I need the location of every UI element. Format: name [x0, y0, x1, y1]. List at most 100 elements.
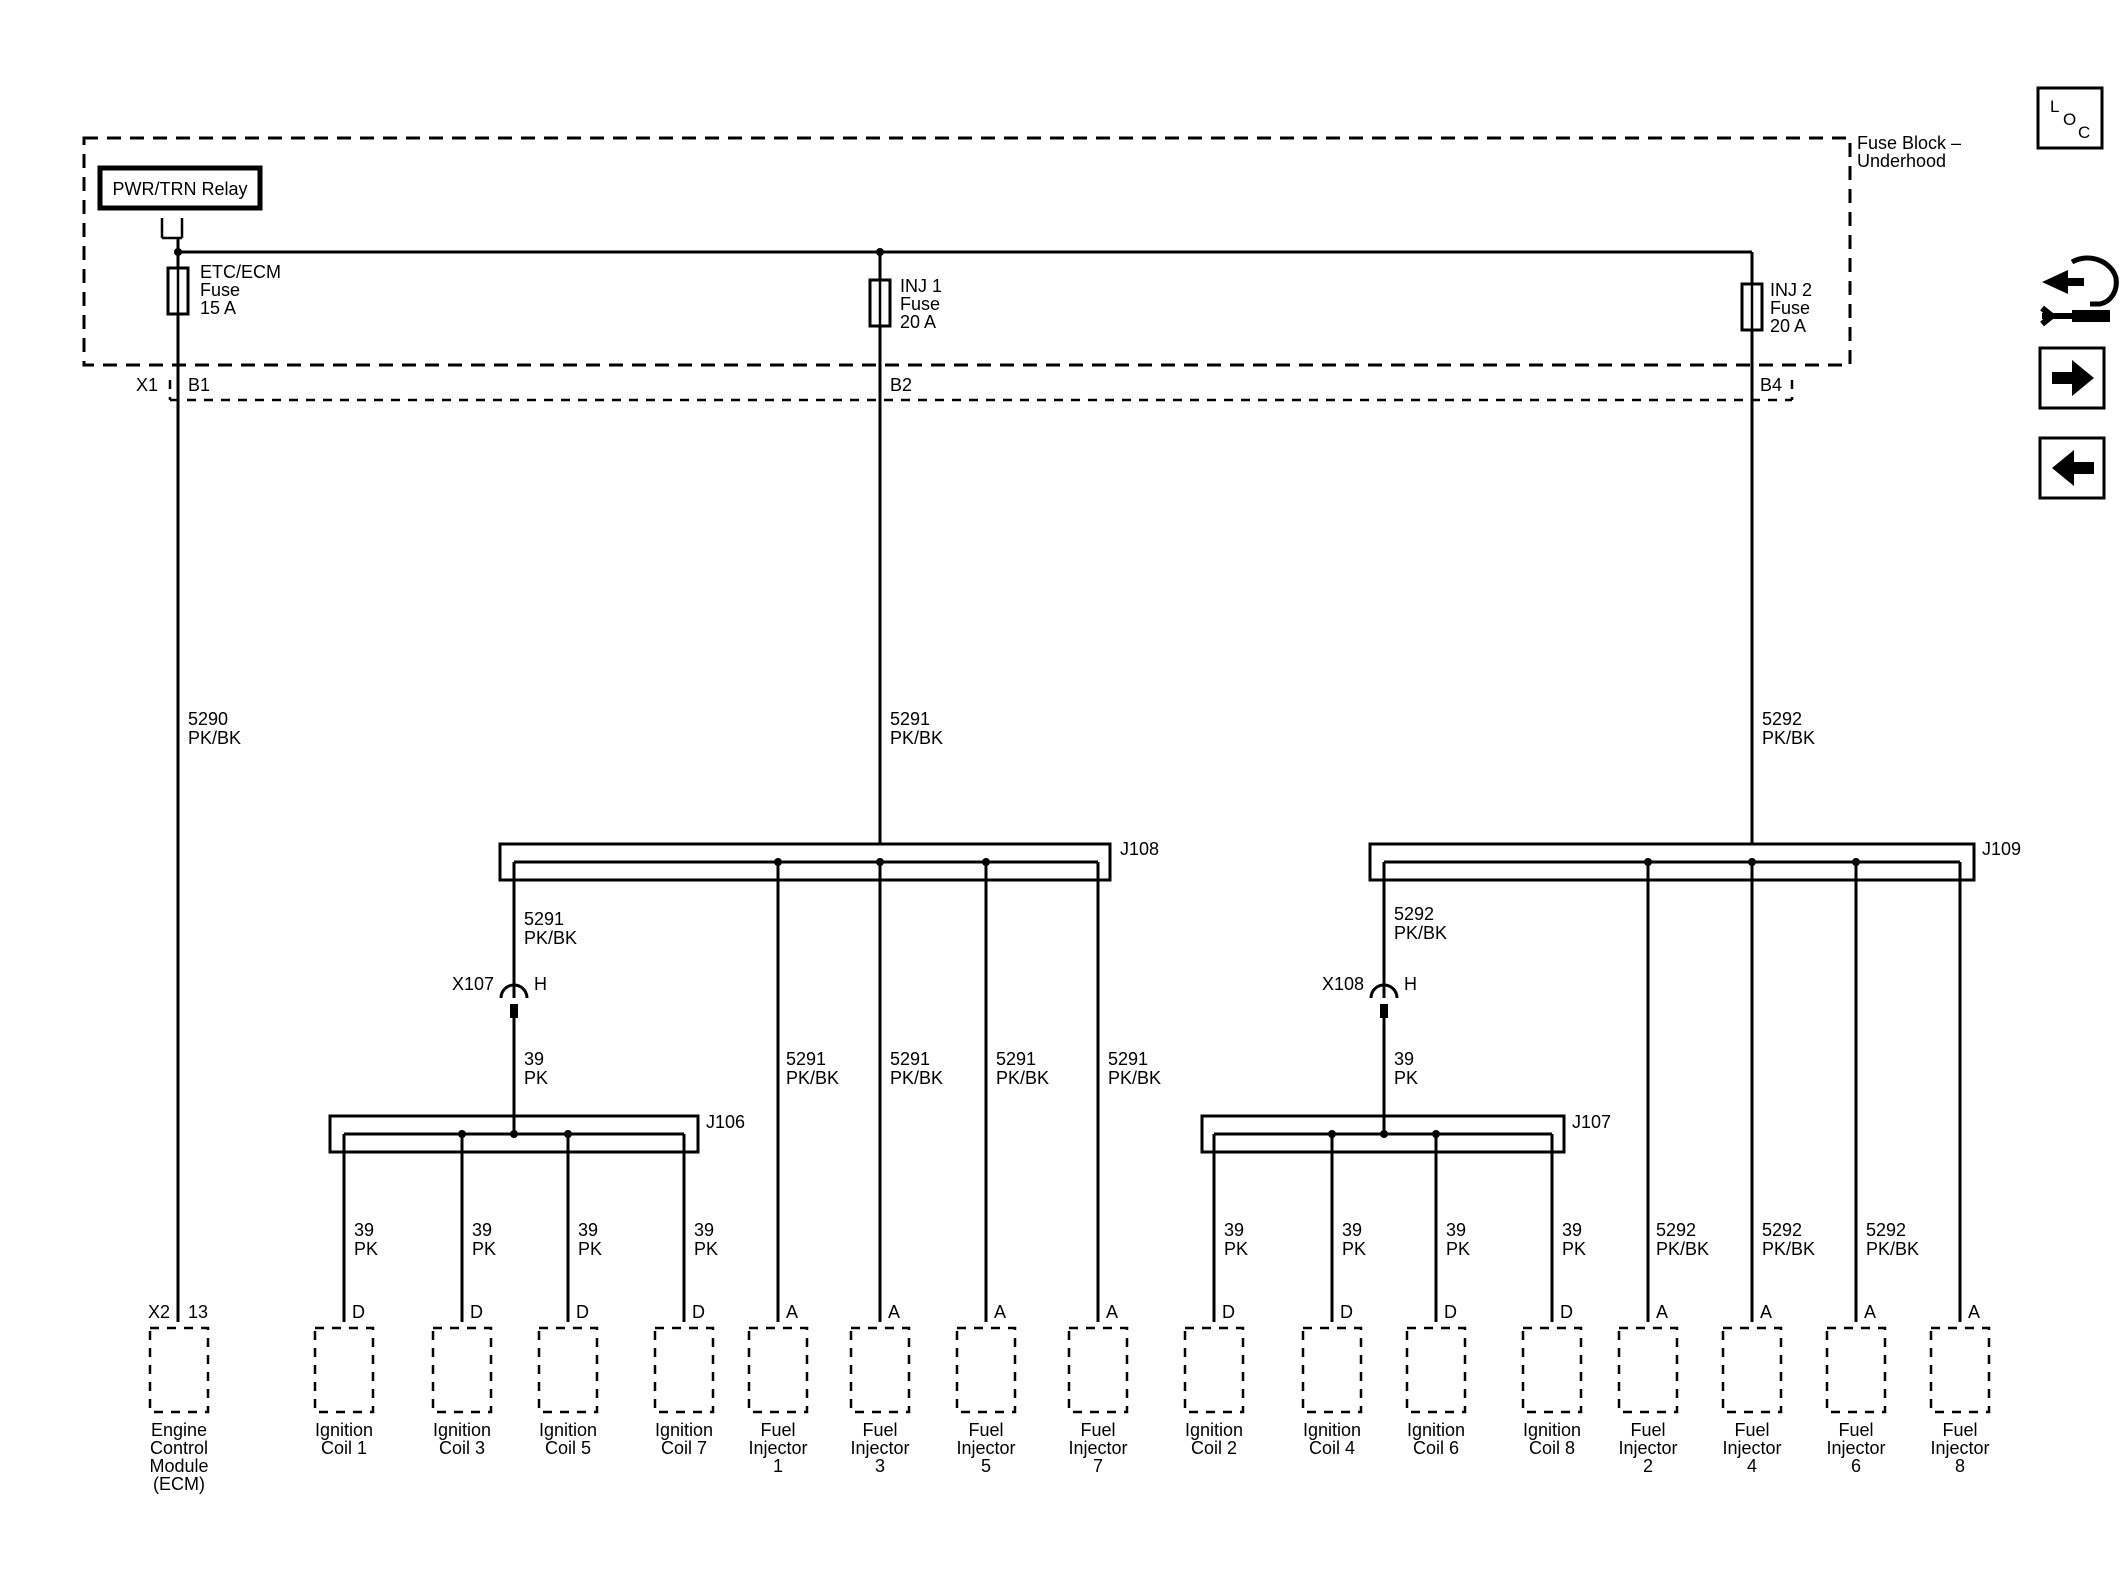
- fuse-etc-ecm-line2: Fuse: [200, 280, 240, 300]
- splice-j106-label: J106: [706, 1112, 745, 1132]
- diagnostic-tools-button[interactable]: [2040, 255, 2119, 327]
- x107-wire-circuit: 39: [524, 1049, 544, 1069]
- coil7-wire-circuit: 39: [694, 1220, 714, 1240]
- component-label-line: Fuel: [1838, 1420, 1873, 1440]
- ecm-label-line1: Engine: [151, 1420, 207, 1440]
- x108-wire-circuit: 39: [1394, 1049, 1414, 1069]
- component-label-line: Fuel: [1080, 1420, 1115, 1440]
- component-label-line: Injector: [850, 1438, 909, 1458]
- fuse-inj2-line3: 20 A: [1770, 316, 1806, 336]
- coil6-wire-color: PK: [1446, 1239, 1470, 1259]
- component-label-line: Ignition: [433, 1420, 491, 1440]
- fuse-etc-ecm-line3: 15 A: [200, 298, 236, 318]
- coil1-wire-color: PK: [354, 1239, 378, 1259]
- feed-wire-5292: 5292 PK/BK: [1750, 330, 1815, 862]
- x107-wire-color: PK: [524, 1068, 548, 1088]
- coil3-wire-color: PK: [472, 1239, 496, 1259]
- splice-j106: J106 39 PK 39 PK 39 PK 39 PK: [328, 1112, 745, 1322]
- inline-connector-x107: X107 H 39 PK: [452, 974, 548, 1116]
- component-pin: D: [1560, 1302, 1573, 1322]
- coil5-wire-color: PK: [578, 1239, 602, 1259]
- next-page-button[interactable]: [2038, 346, 2106, 410]
- wire-5292-color: PK/BK: [1762, 728, 1815, 748]
- component-label-line: Injector: [1722, 1438, 1781, 1458]
- feed-wire-5290: 5290 PK/BK: [176, 314, 241, 1322]
- component-box: [1301, 1326, 1363, 1414]
- component-label-line: Coil 2: [1191, 1438, 1237, 1458]
- coil7-wire-color: PK: [694, 1239, 718, 1259]
- component-label-line: Fuel: [1630, 1420, 1665, 1440]
- splice-j107: J107 39 PK 39 PK 39 PK 39 PK: [1200, 1112, 1611, 1322]
- component-box: [1521, 1326, 1583, 1414]
- wire-5290-circuit: 5290: [188, 709, 228, 729]
- fuse-block-underhood: Fuse Block – Underhood X1 PWR/TRN Relay …: [82, 133, 1961, 402]
- fuse-inj2-line2: Fuse: [1770, 298, 1810, 318]
- coil2-wire-circuit: 39: [1224, 1220, 1244, 1240]
- inj1-wire-color: PK/BK: [786, 1068, 839, 1088]
- inj4-wire-color: PK/BK: [1762, 1239, 1815, 1259]
- ecm-connector: X2: [148, 1302, 170, 1322]
- component-label-line: Ignition: [539, 1420, 597, 1440]
- inj7-wire-circuit: 5291: [1108, 1049, 1148, 1069]
- component-label-line: Injector: [1930, 1438, 1989, 1458]
- fuse-block-label-line2: Underhood: [1857, 151, 1946, 171]
- fuse-inj1-pin: B2: [890, 375, 912, 395]
- component-pin: D: [576, 1302, 589, 1322]
- inj6-wire-color: PK/BK: [1866, 1239, 1919, 1259]
- wire-5290-color: PK/BK: [188, 728, 241, 748]
- component-label-line: Fuel: [862, 1420, 897, 1440]
- component-label-line: Ignition: [1185, 1420, 1243, 1440]
- component-box: [849, 1326, 911, 1414]
- inj5-wire-circuit: 5291: [996, 1049, 1036, 1069]
- splice-j108-label: J108: [1120, 839, 1159, 859]
- ecm-pin: 13: [188, 1302, 208, 1322]
- ecm-label-line4: (ECM): [153, 1474, 205, 1494]
- component-pin: A: [1864, 1302, 1876, 1322]
- previous-page-button[interactable]: [2038, 436, 2106, 500]
- component-label-line: Coil 1: [321, 1438, 367, 1458]
- fuse-block-label-line1: Fuse Block –: [1857, 133, 1961, 153]
- component-label-line: Ignition: [315, 1420, 373, 1440]
- component-box: [313, 1326, 375, 1414]
- splice-j108: J108 5291 PK/BK 5291 PK/BK 5291 PK/BK 52…: [498, 839, 1161, 1322]
- component-pin: A: [994, 1302, 1006, 1322]
- diagnostic-tools-icon: [2040, 255, 2119, 327]
- splice-j107-label: J107: [1572, 1112, 1611, 1132]
- feed-wire-5291: 5291 PK/BK: [878, 326, 943, 862]
- x108-wire-color: PK: [1394, 1068, 1418, 1088]
- component-label-line: Injector: [748, 1438, 807, 1458]
- component-label-line: 5: [981, 1456, 991, 1476]
- relay-label: PWR/TRN Relay: [112, 179, 247, 199]
- engine-control-module: X2 13 Engine Control Module (ECM): [148, 1302, 210, 1494]
- component-label-line: Fuel: [968, 1420, 1003, 1440]
- fuse-inj2: INJ 2 Fuse 20 A B4: [1740, 252, 1812, 395]
- inj3-wire-circuit: 5291: [890, 1049, 930, 1069]
- component-label-line: Injector: [1618, 1438, 1677, 1458]
- component-label-line: Injector: [1826, 1438, 1885, 1458]
- coil3-wire-circuit: 39: [472, 1220, 492, 1240]
- component-locator-button[interactable]: L O C: [2036, 86, 2104, 150]
- fuse-etc-ecm-pin: B1: [188, 375, 210, 395]
- x107-name: X107: [452, 974, 494, 994]
- component-box: [1825, 1326, 1887, 1414]
- component-pin: A: [786, 1302, 798, 1322]
- inj6-wire-circuit: 5292: [1866, 1220, 1906, 1240]
- component-label-line: Coil 5: [545, 1438, 591, 1458]
- component-label-line: 7: [1093, 1456, 1103, 1476]
- inj5-wire-color: PK/BK: [996, 1068, 1049, 1088]
- fuse-inj1-line3: 20 A: [900, 312, 936, 332]
- component-label-line: Coil 3: [439, 1438, 485, 1458]
- wire-5291-circuit: 5291: [890, 709, 930, 729]
- component-box: [1617, 1326, 1679, 1414]
- coil4-wire-circuit: 39: [1342, 1220, 1362, 1240]
- component-label-line: Ignition: [1523, 1420, 1581, 1440]
- component-box: [1067, 1326, 1129, 1414]
